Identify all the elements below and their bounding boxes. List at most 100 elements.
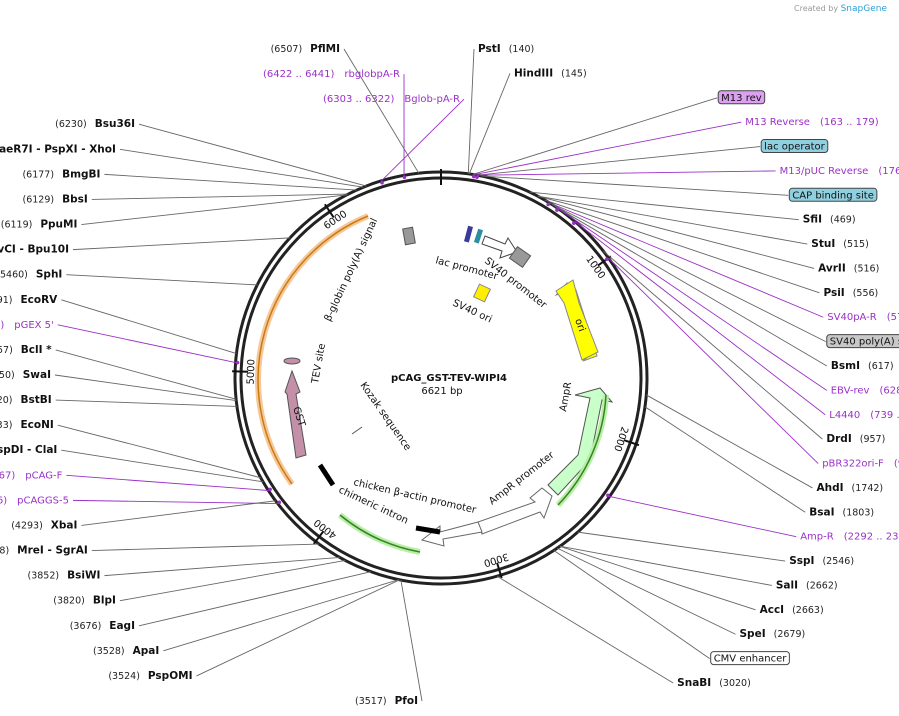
site-bsmi[interactable]: BsmI(617) [831, 360, 894, 372]
enzyme-name: AccI [760, 604, 784, 616]
enzyme-name: SspI [789, 555, 814, 567]
leader-bglob-pa-r [381, 98, 465, 182]
site-eagi[interactable]: EagI(3676) [70, 620, 135, 632]
primer-pcag-f[interactable]: pCAG-F(4348 .. 4367) [0, 470, 63, 481]
site-ahdi[interactable]: AhdI(1742) [817, 482, 884, 494]
primer-rbglobpa-r[interactable]: rbglobpA-R(6422 .. 6441) [263, 69, 400, 80]
site-bbvci-bpu10i[interactable]: BbvCI - Bpu10I(5754) [0, 244, 69, 256]
site-bbsi[interactable]: BbsI(6129) [22, 193, 87, 205]
site-sali[interactable]: SalI(2662) [776, 579, 838, 591]
site-drdi[interactable]: DrdI(957) [826, 433, 885, 445]
site-psti[interactable]: PstI(140) [478, 43, 534, 55]
site-spei[interactable]: SpeI(2679) [740, 628, 806, 640]
site-mrei-sgrai[interactable]: MreI - SgrAI(3978) [0, 545, 88, 557]
enzyme-name: PaeR7I - PspXI - XhoI [0, 143, 116, 155]
primer-m13-puc-reverse[interactable]: M13/pUC Reverse(176 .. 198) [780, 166, 899, 177]
primer-range: (5034 .. 5056) [0, 320, 4, 331]
primer-mark-ebv-rev [555, 208, 559, 212]
leader-bspdi-clai [61, 449, 264, 483]
enzyme-position: (145) [561, 68, 587, 79]
site-ecorv[interactable]: EcoRV(5091) [0, 294, 58, 306]
feature-box-cmv-enhancer[interactable]: CMV enhancer [710, 651, 790, 666]
leader-drdi [603, 250, 823, 440]
gst-arrow[interactable] [284, 369, 307, 459]
site-ppumi[interactable]: PpuMI(6119) [1, 219, 78, 231]
sv40-ori-box[interactable] [472, 283, 492, 303]
enzyme-position: (6507) [271, 44, 303, 55]
site-sfii[interactable]: SfiI(469) [803, 214, 856, 226]
primer-ebv-rev[interactable]: EBV-rev(628 .. 647) [831, 385, 899, 396]
primer-name: L4440 [829, 410, 860, 421]
site-stui[interactable]: StuI(515) [811, 238, 869, 250]
feature-box-m13-rev[interactable]: M13 rev [717, 90, 766, 105]
ampr-promoter-arrow[interactable] [477, 487, 553, 535]
leader-pbr322ori-f [608, 257, 819, 464]
tev-site[interactable] [283, 357, 301, 365]
primer-l4440[interactable]: L4440(739 .. 756) [829, 410, 899, 421]
feature-box-cap-binding-site[interactable]: CAP binding site [788, 187, 878, 202]
enzyme-name: SalI [776, 579, 798, 591]
beta-globin-polya-box[interactable] [402, 226, 416, 246]
primer-m13-reverse[interactable]: M13 Reverse(163 .. 179) [745, 117, 879, 128]
primer-mark-pgex-5 [235, 360, 240, 365]
enzyme-name: BspDI - ClaI [0, 444, 57, 456]
feature-box-label: lac operator [764, 142, 825, 153]
site-econi[interactable]: EcoNI(4433) [0, 419, 54, 431]
site-apai[interactable]: ApaI(3528) [93, 645, 159, 657]
primer-sv40pa-r[interactable]: SV40pA-R(574 .. 593) [827, 312, 899, 323]
site-pflmi[interactable]: PflMI(6507) [271, 43, 340, 55]
chicken-beta-actin-promoter-arrow[interactable] [420, 521, 483, 547]
site-psii[interactable]: PsiI(556) [823, 287, 878, 299]
site-hindiii[interactable]: HindIII(145) [514, 67, 587, 79]
primer-mark-amp-r [606, 493, 610, 498]
enzyme-name: SwaI [23, 369, 51, 381]
leader-psii [544, 199, 820, 294]
primer-pgex-5[interactable]: pGEX 5'(5034 .. 5056) [0, 320, 54, 331]
sv40-promoter-box[interactable] [508, 245, 532, 269]
site-swai[interactable]: SwaI(4850) [0, 369, 51, 381]
feature-box-lac-operator[interactable]: lac operator [760, 139, 829, 154]
site-paer7i-pspxi-xhoi[interactable]: PaeR7I - PspXI - XhoI(6214) [0, 143, 116, 155]
site-acci[interactable]: AccI(2663) [760, 604, 824, 616]
site-pfoi[interactable]: PfoI(3517) [355, 695, 418, 707]
site-bmgbi[interactable]: BmgBI (6177) [22, 168, 100, 180]
enzyme-position: (6177) [22, 169, 54, 180]
site-blpi[interactable]: BlpI(3820) [53, 595, 116, 607]
primer-pcaggs-5[interactable]: pCAGGS-5(4264 .. 4286) [0, 495, 69, 506]
site-sspi[interactable]: SspI(2546) [789, 555, 854, 567]
primer-bglob-pa-r[interactable]: Bglob-pA-R(6303 .. 6322) [323, 94, 460, 105]
site-xbai[interactable]: XbaI(4293) [11, 519, 77, 531]
leader-m13-puc-reverse [477, 170, 776, 176]
primer-mark-pcaggs-5 [277, 500, 282, 505]
enzyme-position: (4293) [11, 520, 43, 531]
feature-box-sv40-poly-a-signal[interactable]: SV40 poly(A) signal [826, 334, 899, 349]
feature-box-frame [717, 90, 766, 105]
enzyme-name: SfiI [803, 214, 822, 226]
lac-operator-box[interactable] [463, 225, 473, 243]
primer-mark-m13-reverse [471, 174, 476, 179]
lac-promoter-arrow[interactable] [481, 235, 518, 259]
site-bsu36i[interactable]: Bsu36I(6230) [55, 118, 135, 130]
leader-pgex-5 [57, 324, 236, 363]
site-bspdi-clai[interactable]: BspDI - ClaI(4409) [0, 444, 57, 456]
site-bsai[interactable]: BsaI(1803) [809, 506, 874, 518]
site-snabi[interactable]: SnaBI(3020) [677, 677, 751, 689]
enzyme-name: BlpI [93, 595, 116, 607]
primer-name: SV40pA-R [827, 312, 876, 323]
leader-bbvci-bpu10i [72, 237, 291, 251]
primer-pbr322ori-f[interactable]: pBR322ori-F(990 .. 1009) [822, 459, 899, 470]
site-bcli[interactable]: BclI *(4857) [0, 344, 52, 356]
cap-site-box[interactable] [473, 228, 484, 244]
site-bsiwi[interactable]: BsiWI(3852) [28, 570, 101, 582]
leader-bmgbi [104, 173, 357, 191]
site-sphi[interactable]: SphI(5460) [0, 269, 62, 281]
site-avrii[interactable]: AvrII(516) [818, 262, 879, 274]
leader-bbsi [91, 193, 349, 200]
site-bstbi[interactable]: BstBI(4820) [0, 394, 52, 406]
leader-l4440 [574, 221, 826, 416]
enzyme-name: BmgBI [62, 168, 100, 180]
site-pspomi[interactable]: PspOMI(3524) [108, 670, 192, 682]
primer-amp-r[interactable]: Amp-R(2292 .. 2311) [800, 532, 899, 543]
leader-cmv-enhancer [553, 550, 710, 659]
leader-mrei-sgrai [91, 543, 320, 551]
